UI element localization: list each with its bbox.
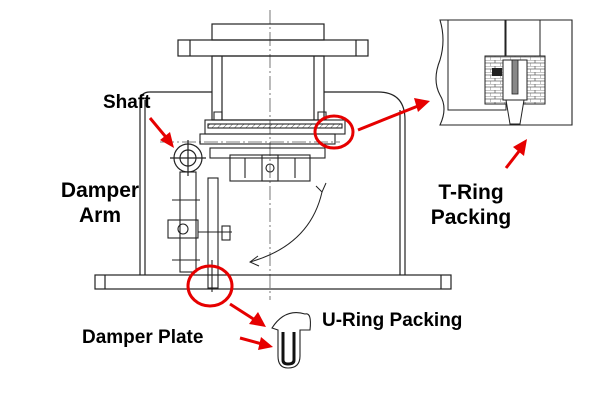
label-u-ring: U-Ring Packing	[322, 310, 463, 331]
top-duct	[177, 23, 369, 121]
label-damper-arm: Damper Arm	[61, 178, 139, 228]
damper-plate-assembly	[199, 111, 346, 182]
label-damper-arm-line2: Arm	[78, 204, 122, 228]
label-t-ring-line1: T-Ring	[438, 181, 504, 204]
arrow-t-ring-label	[504, 139, 527, 169]
label-t-ring-line2: Packing	[430, 206, 512, 230]
callout-t-ring-circle	[313, 114, 355, 150]
label-damper-arm-line1: Damper	[60, 179, 140, 202]
arrow-shaft	[148, 117, 174, 148]
callout-u-ring-circle	[186, 264, 234, 308]
arrow-t-ring-detail	[357, 98, 430, 132]
arrow-damper-plate	[239, 336, 273, 350]
damper-arm	[167, 171, 232, 292]
label-shaft: Shaft	[103, 92, 151, 113]
shaft	[170, 140, 206, 176]
t-ring-detail	[435, 19, 573, 126]
label-t-ring: T-Ring Packing	[431, 180, 512, 230]
u-ring-detail	[271, 312, 311, 369]
label-damper-plate: Damper Plate	[82, 327, 204, 348]
housing	[94, 91, 452, 290]
arrow-u-ring	[229, 302, 266, 327]
rotation-arc	[249, 182, 327, 267]
